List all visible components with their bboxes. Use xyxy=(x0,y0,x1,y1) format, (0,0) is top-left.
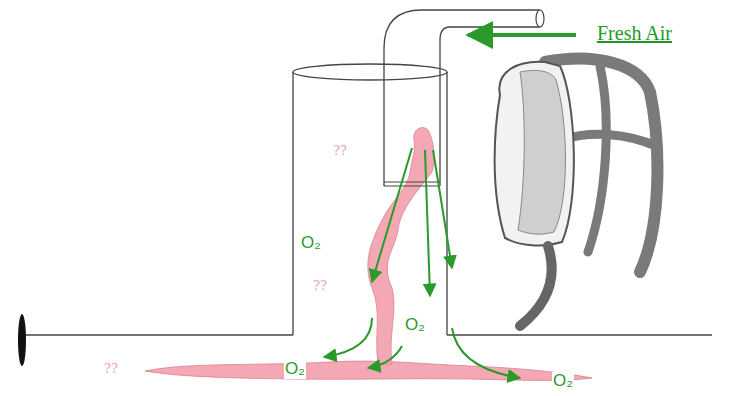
end-cap xyxy=(18,314,26,366)
oxygen-arrow xyxy=(433,150,452,268)
gas-label: O₂ xyxy=(404,316,426,335)
gas-label: O₂ xyxy=(284,360,306,379)
unknown-mark: ?? xyxy=(313,279,327,293)
oxygen-arrow xyxy=(425,150,430,296)
mask-visor xyxy=(518,70,566,234)
mask-strap xyxy=(562,134,656,146)
face-mask xyxy=(495,59,658,326)
pipe-outlet xyxy=(384,182,440,186)
oxygen-arrow xyxy=(368,346,402,368)
mask-hose xyxy=(520,246,552,326)
smoke-plume xyxy=(368,128,434,364)
unknown-mark: ?? xyxy=(333,144,347,158)
oxygen-arrow xyxy=(452,328,520,378)
floor-line xyxy=(447,334,712,335)
unknown-mark: ?? xyxy=(104,362,118,376)
cylinder-rim xyxy=(293,64,447,80)
mask-strap xyxy=(588,66,606,252)
airflow-arrow xyxy=(468,33,576,37)
smoke-layer xyxy=(145,361,592,380)
mask-face xyxy=(495,62,574,246)
gas-label: O₂ xyxy=(300,234,322,253)
pipe-inlet xyxy=(536,10,544,27)
oxygen-arrows xyxy=(324,148,520,378)
oxygen-arrow xyxy=(372,148,412,282)
oxygen-arrow xyxy=(324,318,372,357)
cylinder-wall xyxy=(293,72,447,335)
gas-label: O₂ xyxy=(552,372,574,391)
floor-line xyxy=(22,334,293,335)
flow-label: Fresh Air xyxy=(597,22,672,44)
